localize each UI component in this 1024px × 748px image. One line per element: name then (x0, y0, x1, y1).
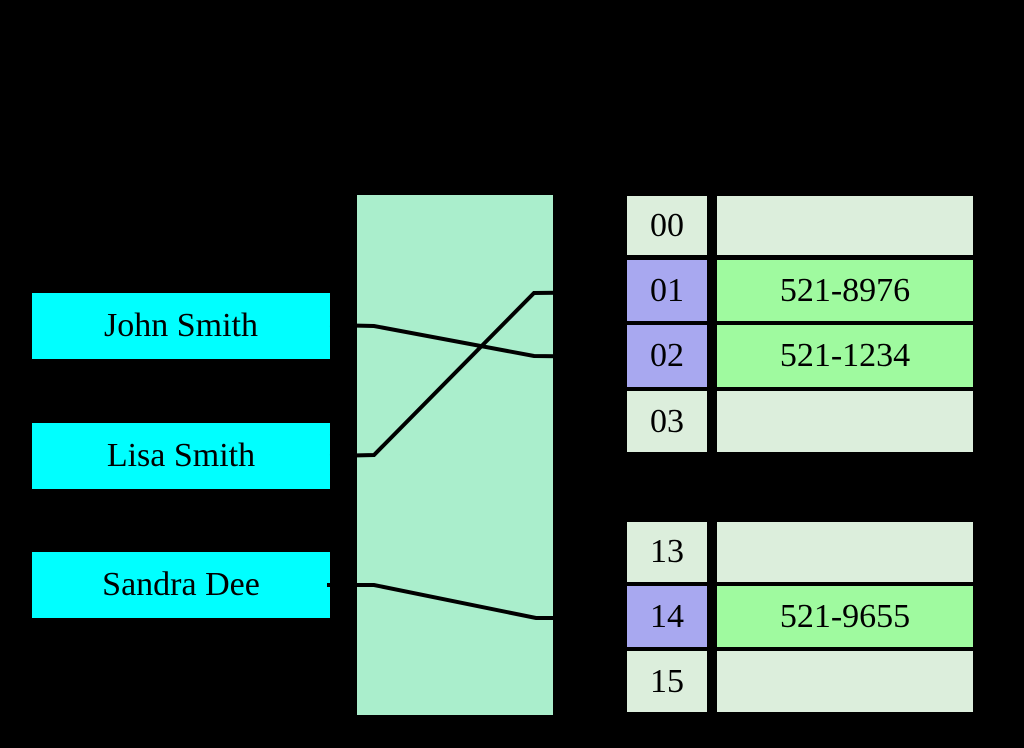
bucket-index-cell-14: 14 (627, 586, 707, 647)
bucket-index-label: 01 (650, 271, 684, 309)
bucket-value-label: 521-1234 (779, 337, 911, 374)
bucket-value-cell-13 (717, 522, 973, 582)
bucket-value-cell-03 (717, 391, 973, 452)
bucket-value-cell-14: 521-9655 (717, 586, 973, 647)
key-box-lisa-smith: Lisa Smith (32, 423, 330, 489)
hash-function-box (357, 195, 553, 715)
key-label-john-smith: John Smith (104, 307, 258, 344)
bucket-index-cell-00: 00 (627, 196, 707, 255)
bucket-index-label: 14 (650, 597, 684, 635)
bucket-index-label: 03 (650, 402, 684, 440)
bucket-value-label: 521-8976 (779, 271, 911, 309)
key-label-sandra-dee: Sandra Dee (102, 566, 260, 603)
key-box-sandra-dee: Sandra Dee (32, 552, 330, 618)
key-label-lisa-smith: Lisa Smith (106, 437, 256, 474)
bucket-value-cell-01: 521-8976 (717, 260, 973, 321)
bucket-value-cell-15 (717, 651, 973, 712)
bucket-value-cell-00 (717, 196, 973, 255)
bucket-value-label: 521-9655 (779, 597, 911, 635)
bucket-index-cell-15: 15 (627, 651, 707, 712)
bucket-index-cell-03: 03 (627, 391, 707, 452)
bucket-index-label: 00 (650, 206, 684, 244)
bucket-index-label: 13 (650, 533, 684, 570)
bucket-index-cell-13: 13 (627, 522, 707, 582)
bucket-index-label: 02 (650, 337, 684, 374)
bucket-index-label: 15 (650, 662, 684, 700)
bucket-value-cell-02: 521-1234 (717, 325, 973, 387)
bucket-index-cell-02: 02 (627, 325, 707, 387)
key-box-john-smith: John Smith (32, 293, 330, 359)
bucket-index-cell-01: 01 (627, 260, 707, 321)
